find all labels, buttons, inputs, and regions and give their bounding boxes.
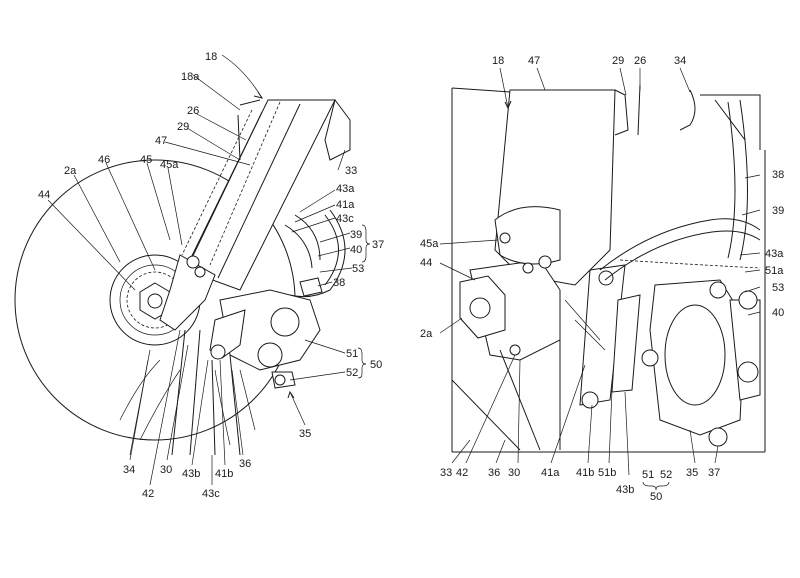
brace-50 bbox=[358, 348, 366, 378]
label-r-45a: 45a bbox=[420, 238, 439, 250]
label-r-51: 51 bbox=[642, 469, 654, 481]
label-35: 35 bbox=[299, 428, 311, 440]
label-41a: 41a bbox=[336, 199, 355, 211]
label-r-41a: 41a bbox=[541, 467, 560, 479]
label-r-42: 42 bbox=[456, 467, 468, 479]
label-43c-top: 43c bbox=[336, 213, 354, 225]
label-r-38: 38 bbox=[772, 169, 784, 181]
label-33: 33 bbox=[345, 165, 357, 177]
label-43b: 43b bbox=[182, 468, 200, 480]
label-r-29: 29 bbox=[612, 55, 624, 67]
label-r-30: 30 bbox=[508, 467, 520, 479]
label-r-51a: 51a bbox=[765, 265, 784, 277]
label-43c-bottom: 43c bbox=[202, 488, 220, 500]
fork-tube bbox=[185, 100, 335, 290]
label-39: 39 bbox=[350, 229, 362, 241]
brake-pipe bbox=[600, 219, 760, 270]
label-r-50: 50 bbox=[650, 491, 662, 503]
label-34: 34 bbox=[123, 464, 135, 476]
label-41b: 41b bbox=[215, 468, 233, 480]
label-r-43a: 43a bbox=[765, 248, 784, 260]
label-r-35: 35 bbox=[686, 467, 698, 479]
caliper-piston-right bbox=[665, 305, 725, 405]
label-47: 47 bbox=[155, 135, 167, 147]
label-53: 53 bbox=[352, 263, 364, 275]
label-r-51b: 51b bbox=[598, 467, 616, 479]
brace-37 bbox=[362, 225, 370, 262]
label-38: 38 bbox=[333, 277, 345, 289]
label-r-36: 36 bbox=[488, 467, 500, 479]
label-r-33: 33 bbox=[440, 467, 452, 479]
right-column bbox=[740, 100, 748, 260]
label-51: 51 bbox=[346, 348, 358, 360]
axle-bolt bbox=[148, 294, 162, 308]
label-r-44: 44 bbox=[420, 257, 432, 269]
label-18: 18 bbox=[205, 51, 217, 63]
label-44: 44 bbox=[38, 189, 50, 201]
label-45a: 45a bbox=[160, 159, 179, 171]
brace-50-right bbox=[643, 482, 669, 490]
label-r-41b: 41b bbox=[576, 467, 594, 479]
label-r-43b: 43b bbox=[616, 484, 634, 496]
label-43a: 43a bbox=[336, 183, 355, 195]
label-40: 40 bbox=[350, 244, 362, 256]
left-figure bbox=[15, 55, 370, 485]
label-r-39: 39 bbox=[772, 205, 784, 217]
label-r-53: 53 bbox=[772, 282, 784, 294]
label-26: 26 bbox=[187, 105, 199, 117]
label-2a: 2a bbox=[64, 165, 77, 177]
label-50: 50 bbox=[370, 359, 382, 371]
label-36: 36 bbox=[239, 458, 251, 470]
label-r-40: 40 bbox=[772, 307, 784, 319]
label-r-37: 37 bbox=[708, 467, 720, 479]
label-r-47: 47 bbox=[528, 55, 540, 67]
label-30: 30 bbox=[160, 464, 172, 476]
right-figure bbox=[440, 68, 765, 490]
label-52: 52 bbox=[346, 367, 358, 379]
caliper-piston bbox=[271, 308, 299, 336]
label-45: 45 bbox=[140, 154, 152, 166]
label-r-18: 18 bbox=[492, 55, 504, 67]
label-18a: 18a bbox=[181, 71, 200, 83]
label-r-52: 52 bbox=[660, 469, 672, 481]
label-29: 29 bbox=[177, 121, 189, 133]
label-r-2a: 2a bbox=[420, 328, 433, 340]
label-42: 42 bbox=[142, 488, 154, 500]
label-46: 46 bbox=[98, 154, 110, 166]
label-37: 37 bbox=[372, 239, 384, 251]
label-r-34: 34 bbox=[674, 55, 686, 67]
label-r-26: 26 bbox=[634, 55, 646, 67]
